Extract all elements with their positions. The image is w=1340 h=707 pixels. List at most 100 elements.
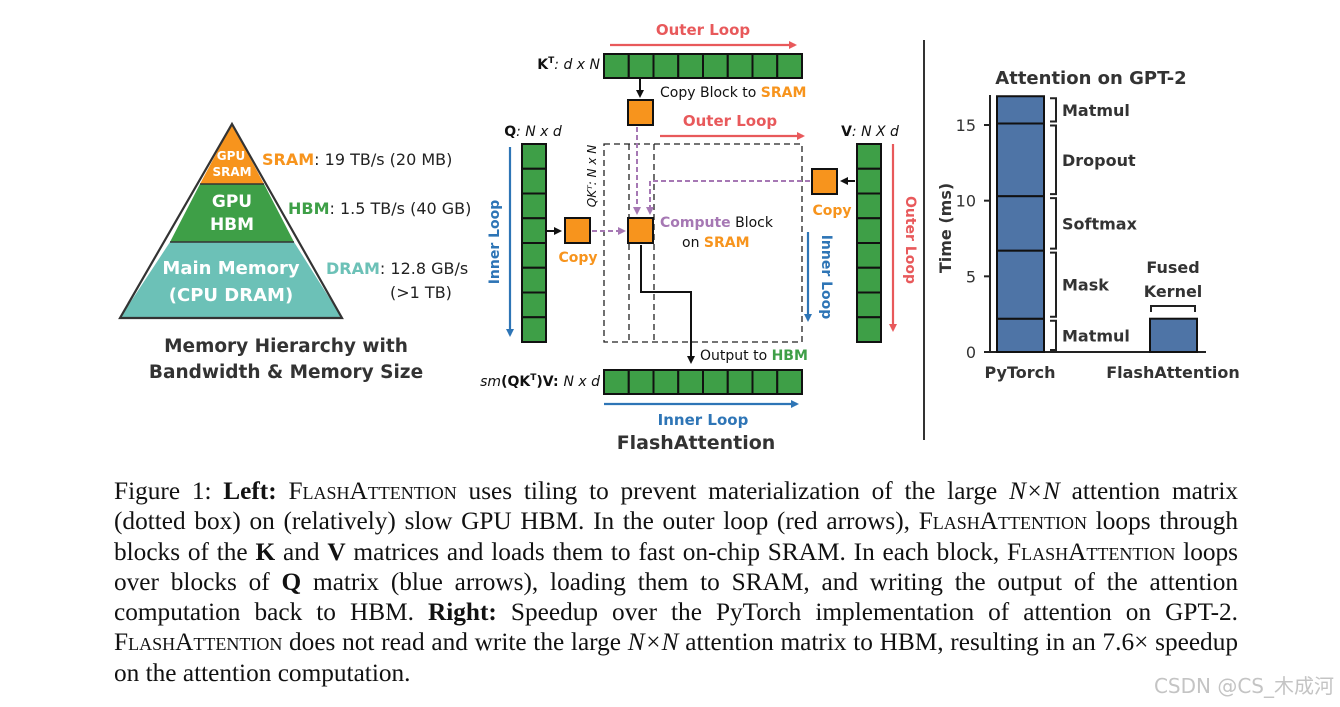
caption-text: attention matrix to HBM, resulting in an…	[114, 628, 1238, 687]
segment-label-dropout: Dropout	[1062, 151, 1136, 170]
v-cell	[856, 192, 882, 220]
kt-cell	[603, 53, 630, 79]
memory-hierarchy-pyramid: GPU SRAM GPU HBM Main Memory (CPU DRAM)	[118, 121, 344, 320]
y-tick-label: 10	[956, 192, 976, 211]
chart-title: Attention on GPT-2	[995, 68, 1186, 89]
v-cell	[856, 217, 882, 244]
pyramid-dram-tier	[120, 242, 342, 318]
dram-stats: DRAM: 12.8 GB/s	[326, 259, 468, 278]
pyramid-hbm-label-2: HBM	[210, 215, 254, 235]
caption-k: K	[255, 537, 276, 566]
q-cell	[521, 167, 547, 195]
q-label: Q: N x d	[504, 124, 562, 140]
copy-block-to-sram-label: Copy Block to SRAM	[660, 85, 806, 101]
v-cell	[856, 242, 882, 269]
compute-block-label-2: on SRAM	[682, 235, 750, 251]
chart-ylabel: Time (ms)	[936, 183, 955, 273]
pyramid-sram-label: GPU	[217, 149, 245, 163]
v-cell	[856, 266, 882, 294]
watermark: CSDN @CS_木成河	[1153, 674, 1334, 698]
caption-text: matrix (blue arrows), loading them to SR…	[114, 567, 1238, 627]
attention-matrix-dotted-box	[603, 143, 803, 343]
caption-text: loops over blocks of	[114, 537, 1238, 596]
segment-bracket	[1050, 197, 1057, 250]
figure-caption: Figure 1: Left: FlashAttention uses tili…	[114, 476, 1238, 688]
v-sram-block	[811, 168, 838, 195]
q-matrix	[521, 143, 547, 343]
fused-kernel-label: Fused	[1146, 258, 1199, 277]
copy-right-label: Copy	[812, 203, 851, 219]
memory-hierarchy-title-2: Bandwidth & Memory Size	[149, 362, 423, 383]
kt-cell	[726, 53, 754, 79]
kt-matrix	[603, 53, 803, 79]
fused-kernel-bracket	[1150, 305, 1196, 312]
inner-loop-bottom-label: Inner Loop	[658, 411, 749, 429]
bar-segment-softmax	[996, 195, 1045, 252]
flashattention-title: FlashAttention	[617, 432, 776, 454]
caption-text: FlashAttention uses tiling to prevent ma…	[288, 477, 1010, 505]
output-cell	[751, 369, 779, 395]
bar-segment-matmul	[996, 95, 1045, 125]
bar-segment-dropout	[996, 122, 1045, 198]
caption-text: does not read and write the large	[282, 628, 628, 657]
category-label-flashattention: FlashAttention	[1106, 363, 1240, 382]
caption-nxn: N×N	[1009, 477, 1060, 505]
v-cell	[856, 167, 882, 195]
v-cell	[856, 143, 882, 170]
segment-bracket	[1050, 251, 1057, 318]
kt-cell	[677, 53, 704, 79]
kt-label: KT: d x N	[537, 56, 600, 73]
kt-cell	[652, 53, 680, 79]
v-cell	[856, 291, 882, 319]
caption-text: attention matrix (dotted box) on (relati…	[114, 477, 1238, 536]
output-cell	[652, 369, 680, 395]
output-cell	[702, 369, 729, 395]
output-to-hbm-label: Output to HBM	[700, 348, 808, 364]
segment-bracket	[1050, 319, 1057, 351]
output-cell	[776, 369, 803, 395]
kt-cell	[702, 53, 729, 79]
inner-loop-right-label: Inner Loop	[818, 235, 834, 320]
kt-cell	[751, 53, 779, 79]
caption-text: Speedup over the PyTorch implementation …	[496, 598, 1238, 627]
output-label: sm(QKT)V: N x d	[480, 373, 600, 390]
y-tick-label: 15	[956, 116, 976, 135]
pyramid-sram-label-2: SRAM	[212, 165, 251, 179]
pyramid-dram-label: Main Memory	[162, 258, 299, 279]
v-matrix	[856, 143, 882, 343]
figure-1: GPU SRAM GPU HBM Main Memory (CPU DRAM) …	[118, 21, 1240, 454]
q-cell	[521, 217, 547, 244]
dram-stats-2: (>1 TB)	[390, 283, 452, 302]
pyramid-hbm-label: GPU	[212, 192, 252, 212]
kt-sram-block	[627, 99, 654, 126]
hbm-stats: HBM: 1.5 TB/s (40 GB)	[288, 199, 471, 218]
pyramid-sram-tier	[200, 124, 264, 184]
pyramid-dram-label-2: (CPU DRAM)	[169, 285, 293, 306]
kt-cell	[776, 53, 803, 79]
bar-fused-kernel	[1149, 317, 1198, 353]
outer-loop-top-label: Outer Loop	[656, 21, 751, 39]
y-tick-label: 0	[966, 343, 976, 362]
caption-flashattention: FlashAttention	[918, 507, 1088, 536]
caption-text: and	[275, 537, 328, 566]
kt-cell	[627, 53, 655, 79]
segment-label-matmul: Matmul	[1062, 101, 1130, 120]
caption-figure-number: Figure 1:	[114, 477, 224, 505]
output-matrix	[603, 369, 803, 395]
segment-bracket	[1050, 97, 1057, 123]
q-cell	[521, 242, 547, 269]
sram-stats: SRAM: 19 TB/s (20 MB)	[262, 150, 452, 169]
y-tick-label: 5	[966, 267, 976, 286]
output-cell	[627, 369, 655, 395]
q-cell	[521, 291, 547, 319]
memory-hierarchy-title: Memory Hierarchy with	[164, 336, 408, 357]
chart-y-ticks: 0 5 10 15	[956, 116, 990, 362]
outer-loop-mid-label: Outer Loop	[683, 112, 778, 130]
category-label-pytorch: PyTorch	[985, 363, 1056, 382]
outer-loop-right-label: Outer Loop	[902, 196, 918, 284]
caption-left-bold: Left:	[223, 477, 277, 505]
output-cell	[726, 369, 754, 395]
caption-nxn: N×N	[627, 628, 679, 657]
q-sram-block	[564, 217, 591, 244]
